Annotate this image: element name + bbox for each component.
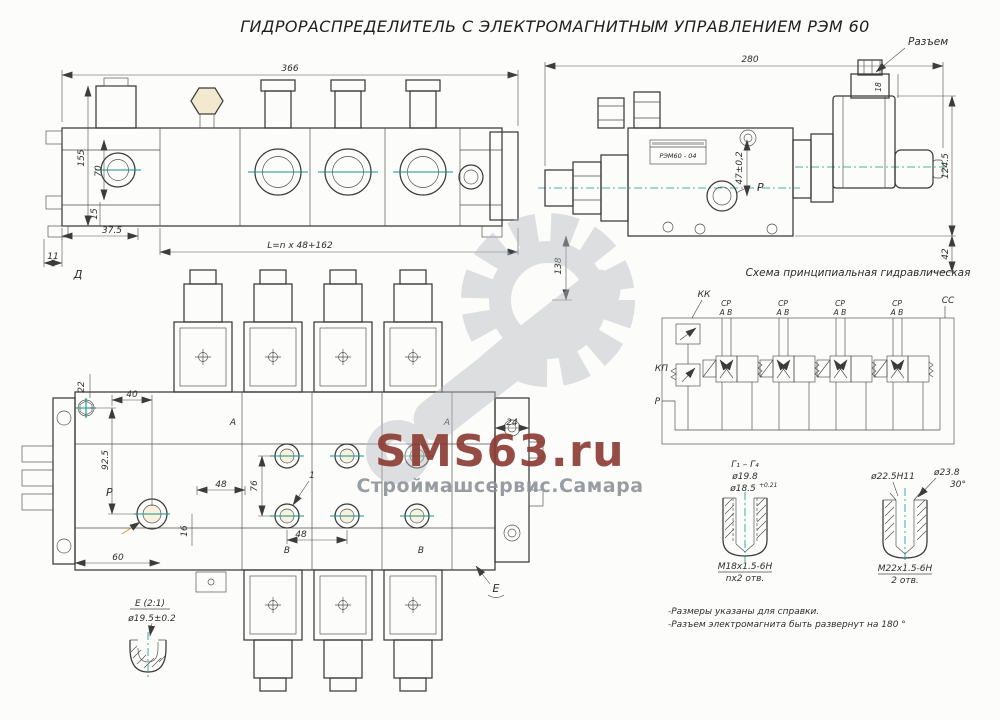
dim-76: 76	[250, 480, 260, 492]
view-label-d: Д	[73, 268, 83, 281]
thread-left-d-inner: ø18.5	[729, 484, 756, 494]
dim-138: 138	[554, 257, 564, 274]
detail-e: Е (2:1) ø19.5±0.2	[127, 599, 176, 678]
label-kk: КК	[698, 290, 711, 300]
dim-48-pitch: 48	[215, 480, 227, 490]
thread-detail-right: ø22.5Н11 ø23.8 30° М22х1.5-6Н 2 отв.	[870, 468, 966, 586]
schematic-valve-3: СР А В	[816, 299, 877, 430]
label-ab: А В	[719, 308, 733, 317]
thread-left-thread: М18х1.5-6Н	[718, 562, 773, 572]
dim-24: 24	[506, 418, 518, 428]
port-a-label: А	[443, 418, 450, 428]
gear-wrench-logo-icon	[366, 213, 635, 484]
watermark-text: SMS63.ru Строймашсервис.Самара	[356, 426, 643, 497]
notes: -Размеры указаны для справки. -Разъем эл…	[668, 607, 906, 630]
plan-view: Р	[21, 269, 544, 692]
dim-15: 15	[90, 208, 100, 220]
watermark-subtitle: Строймашсервис.Самара	[356, 475, 643, 497]
label-ab: А В	[890, 308, 904, 317]
dim-280: 280	[741, 55, 758, 65]
thread-left-d-outer: ø19.8	[731, 472, 758, 482]
schematic-title: Схема принципиальная гидравлическая	[746, 267, 971, 279]
dim-length-formula: L=n x 48+162	[267, 241, 333, 251]
thread-left-tolerance: +0.21	[759, 482, 777, 489]
label-cp: СР	[778, 299, 788, 308]
port-p-label: Р	[757, 181, 764, 194]
note-line-1: -Размеры указаны для справки.	[668, 607, 819, 617]
dim-47: 47±0,2	[735, 151, 745, 185]
dim-48-ports: 48	[295, 530, 307, 540]
solenoid-top-3	[313, 269, 373, 393]
label-cp: СР	[721, 299, 731, 308]
thread-right-d-outer: ø23.8	[933, 468, 960, 478]
solenoid-bottom-2	[313, 569, 373, 692]
dim-366: 366	[281, 64, 298, 74]
thread-right-d-bore: ø22.5Н11	[870, 472, 915, 482]
thread-right-thread: М22х1.5-6Н	[878, 564, 933, 574]
thread-right-angle: 30°	[950, 480, 966, 490]
dim-70: 70	[94, 165, 104, 177]
detail-e-title: Е (2:1)	[135, 599, 165, 609]
solenoid-top-2	[243, 269, 303, 393]
hex-plug	[190, 87, 224, 115]
watermark-brand: SMS63.ru	[375, 426, 625, 477]
watermark	[366, 213, 635, 484]
connector-callout: Разъем	[908, 36, 948, 48]
thread-left-title: Г₁ – Г₄	[731, 460, 759, 470]
label-kp: КП	[655, 364, 668, 374]
solenoid-top-1	[173, 269, 233, 393]
detail-e-diameter: ø19.5±0.2	[127, 614, 176, 624]
page-title: ГИДРОРАСПРЕДЕЛИТЕЛЬ С ЭЛЕКТРОМАГНИТНЫМ У…	[240, 17, 870, 36]
note-line-2: -Разъем электромагнита быть развернут на…	[668, 620, 906, 630]
thread-detail-left: Г₁ – Г₄ ø19.8 ø18.5 +0.21 М18х1.5-6Н nх2…	[718, 460, 778, 584]
side-view: РЭМ60 - 04 Р Разъем 280 18 124.5	[538, 36, 956, 301]
dim-37-5: 37.5	[102, 226, 122, 236]
hydraulic-schematic: Схема принципиальная гидравлическая КК К…	[655, 267, 971, 445]
dim-16: 16	[180, 525, 190, 537]
solenoid-top-4	[383, 269, 443, 393]
dim-124-5: 124.5	[941, 153, 951, 179]
nameplate: РЭМ60 - 04	[649, 139, 707, 165]
front-view: 366 155 70 15 37.5 11 Д L=n x 48+162	[43, 64, 519, 281]
label-ab: А В	[833, 308, 847, 317]
thread-left-holes: nх2 отв.	[726, 574, 765, 584]
valve-section-2	[318, 79, 378, 196]
valve-section-3	[393, 79, 453, 196]
solenoid-bottom-1	[243, 569, 303, 692]
dim-155: 155	[77, 149, 87, 166]
model-label: РЭМ60 - 04	[659, 152, 696, 160]
label-ab: А В	[776, 308, 790, 317]
label-cp: СР	[892, 299, 902, 308]
label-p: Р	[655, 397, 661, 407]
schematic-valve-2: СР А В	[759, 299, 820, 430]
dim-11: 11	[47, 252, 58, 262]
solenoid-bottom-3	[383, 569, 443, 692]
port-a-label: А	[229, 418, 236, 428]
position-1: 1	[309, 471, 315, 481]
dim-22: 22	[77, 381, 87, 393]
dim-40: 40	[126, 390, 138, 400]
thread-right-holes: 2 отв.	[891, 576, 919, 586]
detail-e-callout: Е	[493, 582, 500, 595]
dim-92-5: 92.5	[101, 450, 111, 470]
dim-18: 18	[874, 82, 883, 92]
port-b-label: В	[418, 546, 424, 556]
dim-42: 42	[941, 248, 951, 260]
schematic-valve-1: СР А В	[702, 299, 763, 430]
port-b-label: В	[284, 546, 290, 556]
label-cp: СР	[835, 299, 845, 308]
schematic-valve-4: СР А В	[873, 299, 934, 430]
valve-section-1	[248, 79, 308, 196]
label-cc: СС	[942, 296, 955, 306]
dim-60: 60	[112, 553, 124, 563]
